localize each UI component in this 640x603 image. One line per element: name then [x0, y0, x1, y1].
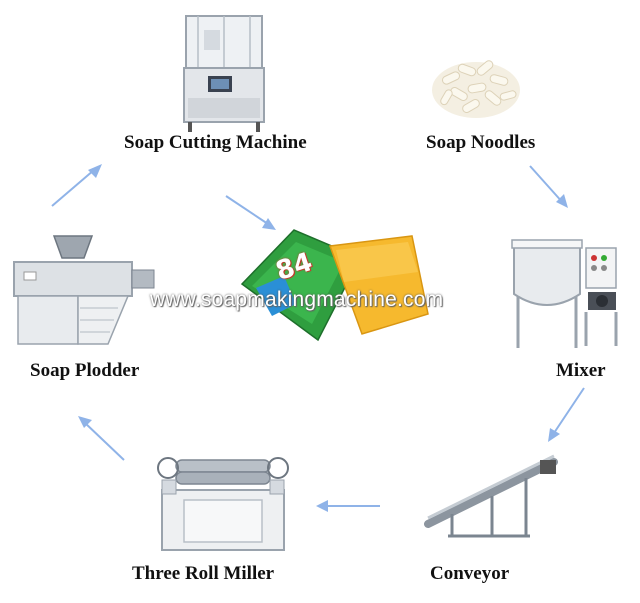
soap-noodles-image: [432, 60, 520, 118]
arrow-miller-to-plodder: [78, 416, 125, 461]
arrow-cutting-to-product: [225, 195, 276, 230]
arrow-noodles-to-mixer: [529, 165, 568, 208]
arrow-conveyor-to-miller: [316, 500, 380, 512]
three-roll-miller-image: [157, 457, 289, 551]
arrow-mixer-to-conveyor: [548, 387, 585, 442]
conveyor-image: [424, 454, 558, 538]
label-three-roll-miller: Three Roll Miller: [132, 563, 275, 584]
soap-cutting-machine-image: [183, 15, 265, 132]
label-soap-noodles: Soap Noodles: [426, 132, 536, 153]
label-soap-cutting-machine: Soap Cutting Machine: [124, 132, 307, 153]
label-soap-plodder: Soap Plodder: [30, 360, 140, 381]
arrow-plodder-to-cutting: [51, 164, 102, 207]
mixer-image: [511, 239, 618, 348]
label-mixer: Mixer: [556, 360, 606, 381]
watermark: www.soapmakingmachine.com: [150, 288, 444, 311]
soap-product-image: [240, 229, 429, 342]
soap-plodder-image: [13, 235, 155, 345]
label-conveyor: Conveyor: [430, 563, 510, 584]
